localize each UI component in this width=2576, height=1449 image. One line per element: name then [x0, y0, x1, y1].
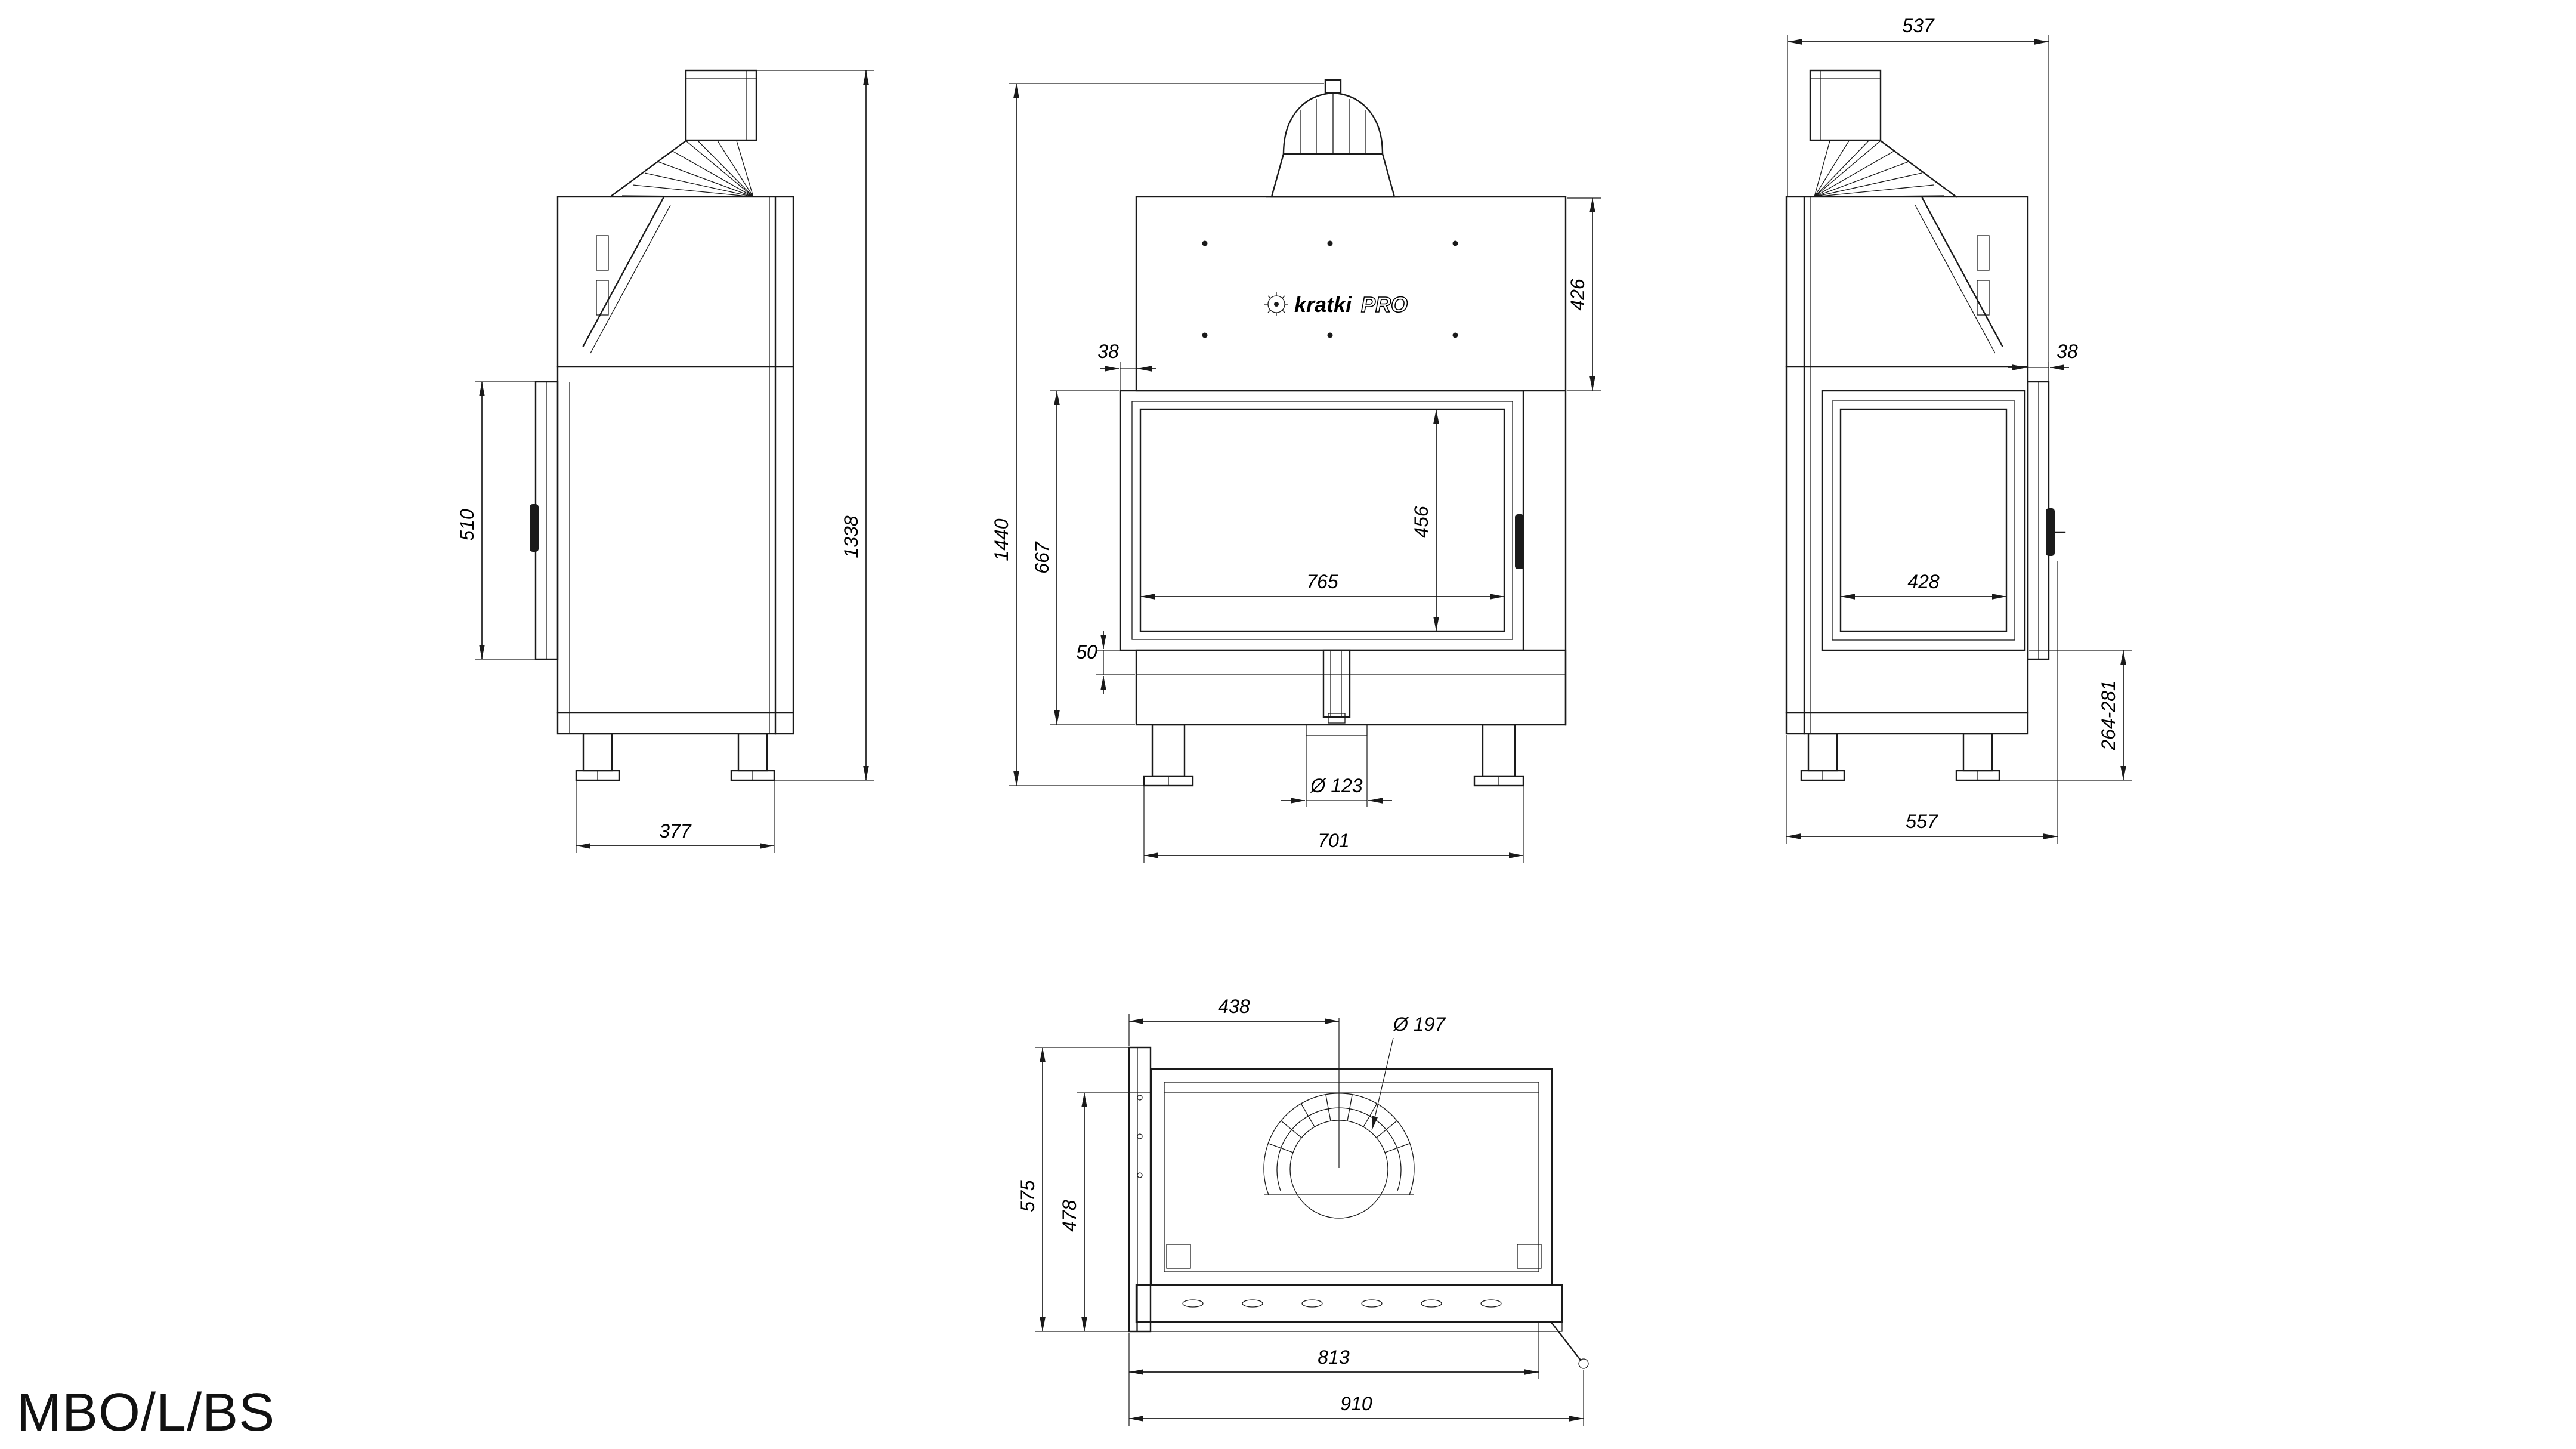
screw-dot: [1452, 332, 1458, 338]
side-right-flue: [1809, 69, 1957, 198]
side-right-glass: [1821, 390, 2026, 651]
logo-series-text: PRO: [1361, 292, 1408, 317]
dim-38-right-offset: 38: [2008, 341, 2078, 381]
top-handle: [1551, 1322, 1589, 1369]
door-handle: [1515, 514, 1524, 569]
dim-label-1440: 1440: [991, 518, 1012, 561]
dim-557-bottom-depth: 557: [1786, 561, 2058, 844]
dim-label-428: 428: [1907, 571, 1940, 592]
dim-label-537: 537: [1902, 15, 1935, 36]
dim-426-hood-height: 426: [1567, 197, 1601, 391]
screw-dot: [1452, 240, 1458, 246]
dim-1338-total-height: 1338: [756, 70, 874, 781]
dim-575-total-depth: 575: [1017, 1047, 1135, 1332]
dim-label-456: 456: [1411, 506, 1432, 538]
screw-dot: [1202, 332, 1208, 338]
view-top: 438 Ø 197 575 478 813 910: [1017, 996, 1589, 1426]
dim-label-701: 701: [1318, 830, 1349, 851]
front-chimney-cap: [1266, 79, 1400, 198]
dim-1440-total-height: 1440: [991, 83, 1324, 786]
dim-label-478: 478: [1059, 1200, 1080, 1232]
dim-667-firebox-height: 667: [1031, 390, 1135, 725]
screw-dot: [1202, 240, 1208, 246]
view-side-left: 510 1338 377: [456, 69, 874, 853]
dim-38-front-offset: 38: [1097, 341, 1156, 390]
dim-label-510: 510: [456, 509, 478, 541]
dim-label-557: 557: [1906, 811, 1938, 832]
dim-label-377: 377: [659, 820, 692, 842]
model-title: MBO/L/BS: [17, 1383, 275, 1442]
front-legs: [1143, 724, 1524, 787]
dim-label-264-281: 264-281: [2098, 680, 2119, 750]
dim-label-38-right: 38: [2057, 341, 2078, 362]
dim-377-depth: 377: [576, 780, 775, 853]
dim-428-side-glass-width: 428: [1841, 571, 2006, 600]
dim-197-flue-diameter: Ø 197: [1371, 1014, 1446, 1131]
dim-label-197: Ø 197: [1393, 1014, 1446, 1035]
view-front: kratki PRO: [991, 79, 1601, 863]
dim-label-38-front: 38: [1097, 341, 1119, 362]
dim-537-top-depth: 537: [1787, 15, 2049, 381]
gear-icon: [1264, 292, 1288, 316]
logo-brand-text: kratki: [1294, 292, 1352, 317]
door-handle: [530, 504, 539, 552]
side-left-legs: [575, 733, 775, 781]
dim-label-1338: 1338: [840, 515, 862, 558]
top-flue-dome: [1263, 1018, 1415, 1219]
dim-label-50: 50: [1076, 641, 1097, 663]
top-body: [1150, 1068, 1553, 1286]
inlet-collar: [1306, 724, 1368, 736]
dim-label-910: 910: [1340, 1393, 1372, 1414]
dim-456-glass-height: 456: [1411, 409, 1439, 631]
dim-478-body-depth: 478: [1059, 1092, 1150, 1331]
top-base-plate: [1135, 1284, 1563, 1332]
dim-701-feet-span: 701: [1143, 786, 1524, 863]
dim-438-flue-offset: 438: [1128, 996, 1339, 1046]
dim-label-438: 438: [1218, 996, 1250, 1017]
screw-dot: [1327, 332, 1333, 338]
side-right-legs: [1800, 733, 2000, 781]
dim-910-total-width: 910: [1128, 1370, 1584, 1426]
dim-label-123: Ø 123: [1310, 775, 1362, 796]
dim-264-281-clearance: 264-281: [1999, 650, 2132, 781]
dim-label-426: 426: [1567, 279, 1588, 311]
front-glass: [1139, 408, 1505, 632]
dim-510-door-height: 510: [456, 381, 536, 660]
side-left-flue: [609, 69, 757, 198]
dim-765-glass-width: 765: [1140, 571, 1504, 600]
side-right-door: [2027, 381, 2066, 660]
dim-813-body-width: 813: [1128, 1323, 1539, 1379]
dim-50-plinth: 50: [1076, 631, 1135, 694]
dim-label-813: 813: [1318, 1346, 1350, 1368]
brand-logo: kratki PRO: [1264, 292, 1408, 317]
front-base: [1135, 649, 1567, 736]
dim-label-575: 575: [1017, 1180, 1038, 1212]
screw-dot: [1327, 240, 1333, 246]
side-left-door: [530, 381, 559, 660]
side-left-body: [556, 196, 794, 735]
dim-123-inlet-diameter: Ø 123: [1281, 736, 1392, 807]
dim-label-765: 765: [1306, 571, 1338, 592]
top-side-glass-panel: [1128, 1046, 1152, 1333]
view-side-right: 537 38 428 264-281 557: [1785, 15, 2132, 844]
air-inlet-duct: [1322, 649, 1351, 718]
dim-label-667: 667: [1031, 541, 1053, 574]
